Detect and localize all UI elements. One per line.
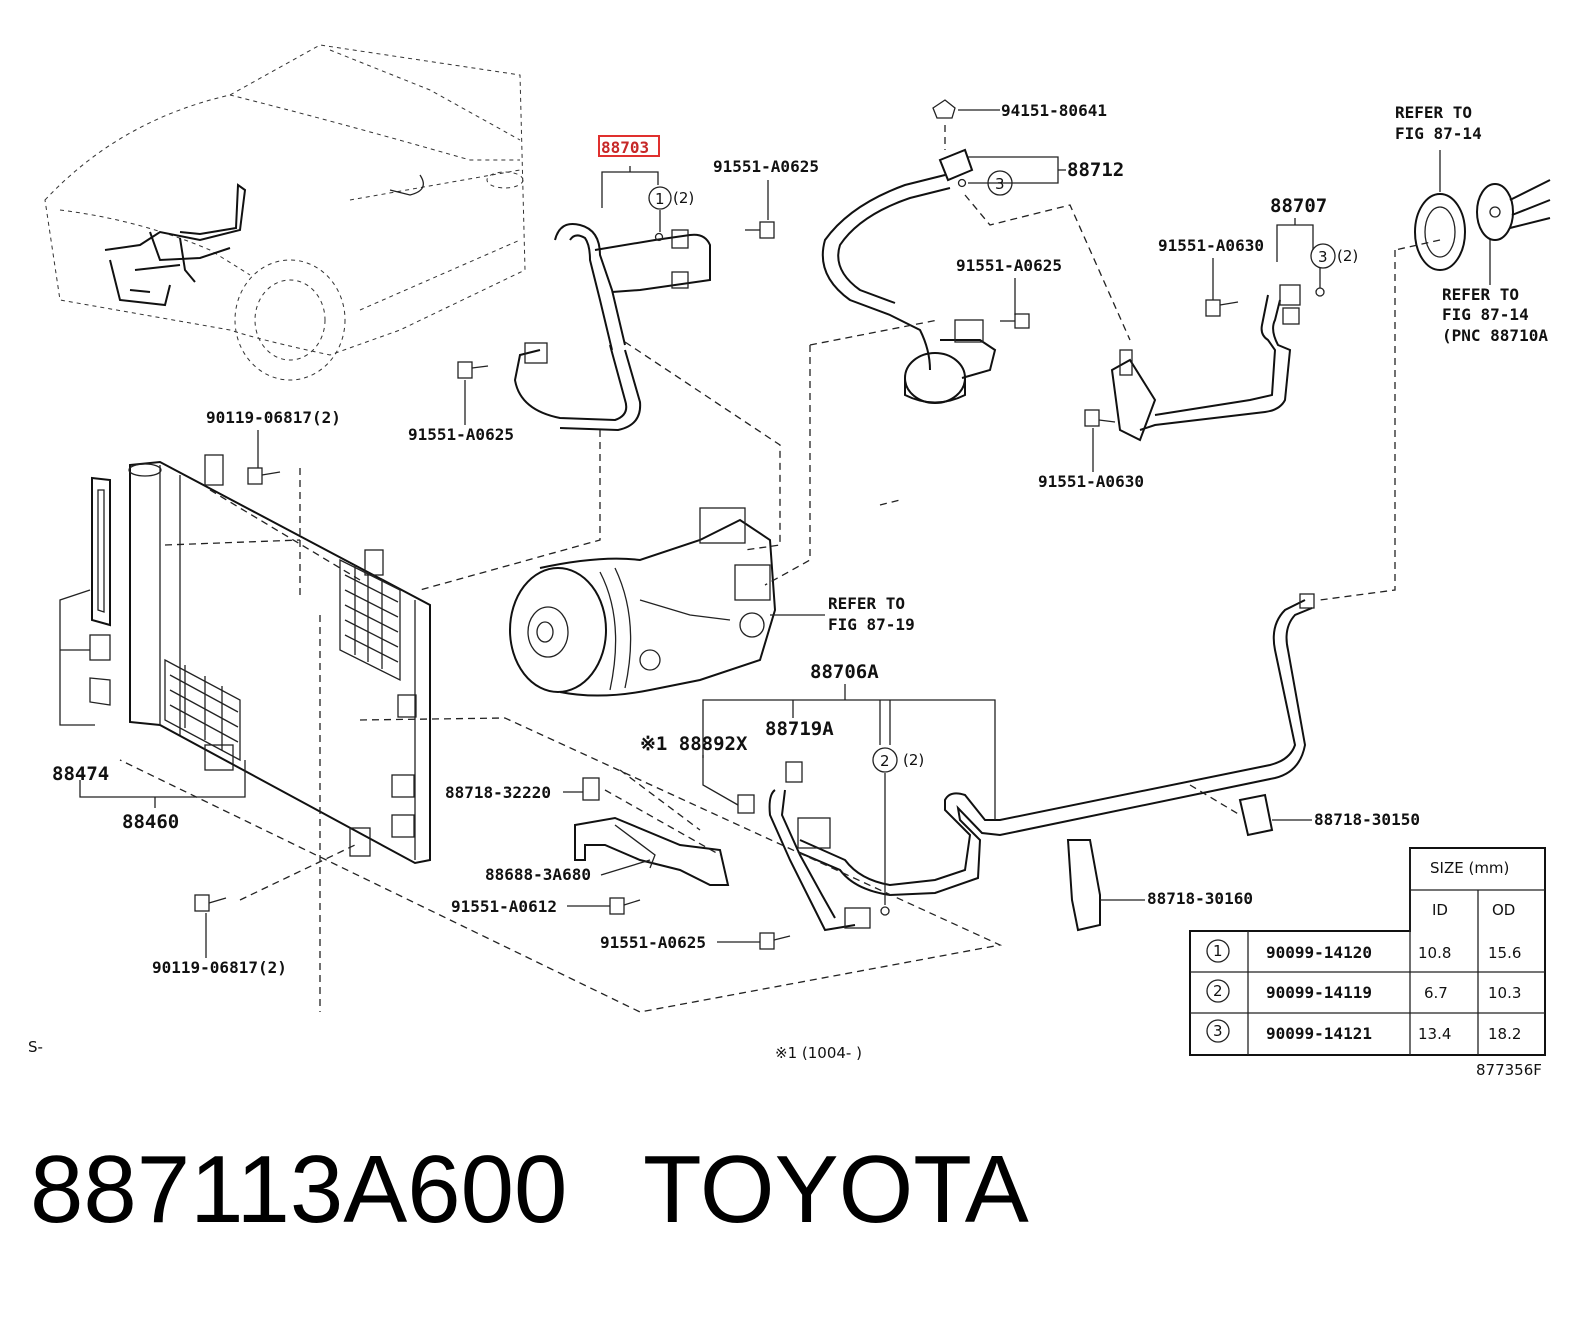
vehicle-outline [44,44,526,381]
compressor [509,507,777,697]
bracket-88688-3a680 [574,777,730,886]
svg-text:3: 3 [995,175,1005,193]
size-table: SIZE (mm) ID OD 1 90099-14120 10.8 15.6 … [1189,847,1546,1056]
assembly-leader-lines [119,194,1441,1013]
part-label-90119-06817-bottom: 90119-06817(2) [152,958,287,977]
part-label-88718-30160: 88718-30160 [1147,889,1253,908]
part-label-88719a: 88719A [765,718,834,740]
refer-label-right-line3: (PNC 88710A [1442,326,1548,345]
svg-text:2: 2 [880,752,890,770]
discharge-hose-88703 [513,223,711,432]
bolt-icon [759,932,791,950]
refer-label-top-line2: FIG 87-14 [1395,124,1482,143]
receiver-drier-parts [89,476,111,706]
callout-2-qty: (2) [903,751,924,769]
part-label-90119-06817-top: 90119-06817(2) [206,408,341,427]
corner-mark: S- [28,1038,43,1056]
bolt-icon [745,221,775,239]
part-label-88703: 88703 [601,138,649,157]
refer-label-top-line1: REFER TO [1395,103,1472,122]
table-row-3-id: 13.4 [1418,1025,1451,1043]
condenser [128,454,431,865]
svg-text:3: 3 [1318,248,1328,266]
compressor-clutch-ref [1414,179,1551,271]
part-label-88712: 88712 [1067,159,1124,181]
refer-label-right-line2: FIG 87-14 [1442,305,1529,324]
hose-88703-highlight: 88703 [598,135,660,157]
part-label-91551-a0625-bottom: 91551-A0625 [600,933,706,952]
table-row-1-od: 15.6 [1488,944,1521,962]
bolt-icon [1000,313,1030,329]
part-label-88706a: 88706A [810,661,879,683]
part-label-88718-30150: 88718-30150 [1314,810,1420,829]
size-table-col-id: ID [1432,901,1448,919]
callout-3-qty: (2) [1337,247,1358,265]
caption-brand: TOYOTA [643,1136,1029,1243]
part-label-91551-a0625-top: 91551-A0625 [713,157,819,176]
part-label-91551-a0630-low: 91551-A0630 [1038,472,1144,491]
bolt-icon [609,897,641,915]
size-table-col-od: OD [1492,901,1515,919]
callout-circle-3-mid: 3 (2) [1310,243,1358,269]
part-label-91551-a0630-top: 91551-A0630 [1158,236,1264,255]
table-row-1-part: 90099-14120 [1266,943,1372,962]
table-row-3-mark: 3 [1213,1022,1223,1040]
table-row-2-part: 90099-14119 [1266,983,1372,1002]
table-row-2-mark: 2 [1213,982,1223,1000]
part-label-88707: 88707 [1270,195,1327,217]
bolt-icon [194,894,227,912]
suction-hose-88712 [821,148,997,404]
liquid-tube-88707 [1110,284,1301,442]
part-label-88718-32220: 88718-32220 [445,783,551,802]
part-label-91551-a0612: 91551-A0612 [451,897,557,916]
nut-icon [932,99,956,119]
part-label-88688-3a680: 88688-3A680 [485,865,591,884]
table-row-3-part: 90099-14121 [1266,1024,1372,1043]
part-label-88474: 88474 [52,763,109,785]
part-label-91551-a0625-mid: 91551-A0625 [956,256,1062,275]
table-row-1-id: 10.8 [1418,944,1451,962]
table-row-2-id: 6.7 [1424,984,1448,1002]
clamp-88718-30150 [1238,793,1274,837]
figure-code: 877356F [1476,1061,1542,1079]
caption-part-number: 887113A600 [30,1136,567,1243]
part-label-91551-a0625-left: 91551-A0625 [408,425,514,444]
bolt-icon [1084,409,1116,427]
bolt-icon [457,361,489,379]
part-label-94151-80641: 94151-80641 [1001,101,1107,120]
bolt-icon [1205,299,1239,317]
clamp-88718-30160 [1066,839,1101,932]
refer-compressor-line2: FIG 87-19 [828,615,915,634]
refer-compressor-line1: REFER TO [828,594,905,613]
bolt-icon [247,467,281,485]
footnote: ※1 (1004- ) [775,1044,862,1062]
refer-label-right-line1: REFER TO [1442,285,1519,304]
table-row-2-od: 10.3 [1488,984,1521,1002]
liquid-tube-88706a [768,593,1315,932]
table-row-3-od: 18.2 [1488,1025,1521,1043]
callout-circle-3-top: 3 [987,170,1013,196]
part-label-88460: 88460 [122,811,179,833]
callout-circle-1: 1 (2) [648,186,694,210]
svg-text:1: 1 [655,190,665,208]
part-label-88892x: ※1 88892X [640,733,748,755]
size-table-header: SIZE (mm) [1430,859,1509,877]
callout-circle-2: 2 (2) [872,747,924,773]
table-row-1-mark: 1 [1213,942,1223,960]
callout-1-qty: (2) [673,189,694,207]
